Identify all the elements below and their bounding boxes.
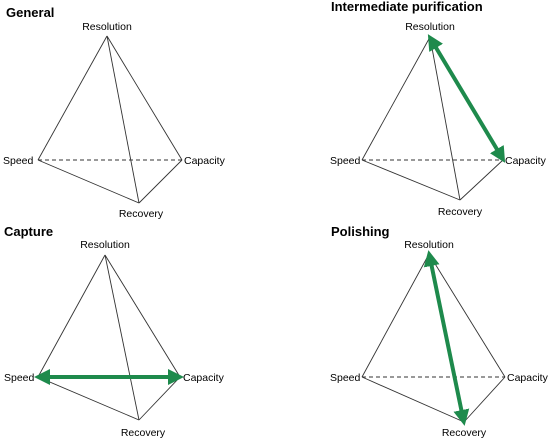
panel-title: General [6,5,54,20]
edge-speed-recovery [361,376,465,423]
label-speed: Speed [330,372,361,384]
edge-resolution-speed [37,254,106,378]
edge-resolution-capacity [106,35,183,161]
panel-intermediate-purification: Intermediate purification Resolution Spe… [330,0,547,218]
edge-capacity-recovery [138,376,181,421]
edge-resolution-recovery [106,35,140,204]
highlight-resolution-recovery [423,250,470,426]
label-capacity: Capacity [505,155,547,167]
label-speed: Speed [3,155,34,167]
label-capacity: Capacity [507,372,549,384]
edge-resolution-speed [37,35,108,161]
label-recovery: Recovery [442,427,487,439]
edge-speed-recovery [37,159,140,204]
label-capacity: Capacity [184,155,226,167]
edge-resolution-recovery [104,254,140,421]
highlight-resolution-capacity [427,34,506,163]
edge-speed-recovery [361,159,461,201]
label-recovery: Recovery [121,427,166,439]
edge-capacity-recovery [138,159,183,204]
label-resolution: Resolution [404,239,454,251]
panel-general: General Resolution Speed Capacity Recove… [3,5,226,220]
label-recovery: Recovery [119,208,164,220]
panel-title: Capture [4,224,53,239]
edge-speed-recovery [37,376,140,421]
panel-capture: Capture Resolution Speed Capacity Recove… [4,224,225,439]
edge-resolution-capacity [104,254,181,378]
panel-polishing: Polishing Resolution Speed Capacity Reco… [330,224,549,439]
panel-title: Intermediate purification [331,0,483,14]
edge-capacity-recovery [459,159,504,201]
edge-capacity-recovery [463,376,506,423]
edge-resolution-speed [361,36,431,161]
label-resolution: Resolution [405,21,455,33]
label-capacity: Capacity [183,372,225,384]
edge-resolution-speed [361,253,430,378]
label-recovery: Recovery [438,206,483,218]
panel-title: Polishing [331,224,390,239]
label-speed: Speed [4,372,35,384]
label-resolution: Resolution [80,239,130,251]
label-resolution: Resolution [82,21,132,33]
label-speed: Speed [330,155,361,167]
